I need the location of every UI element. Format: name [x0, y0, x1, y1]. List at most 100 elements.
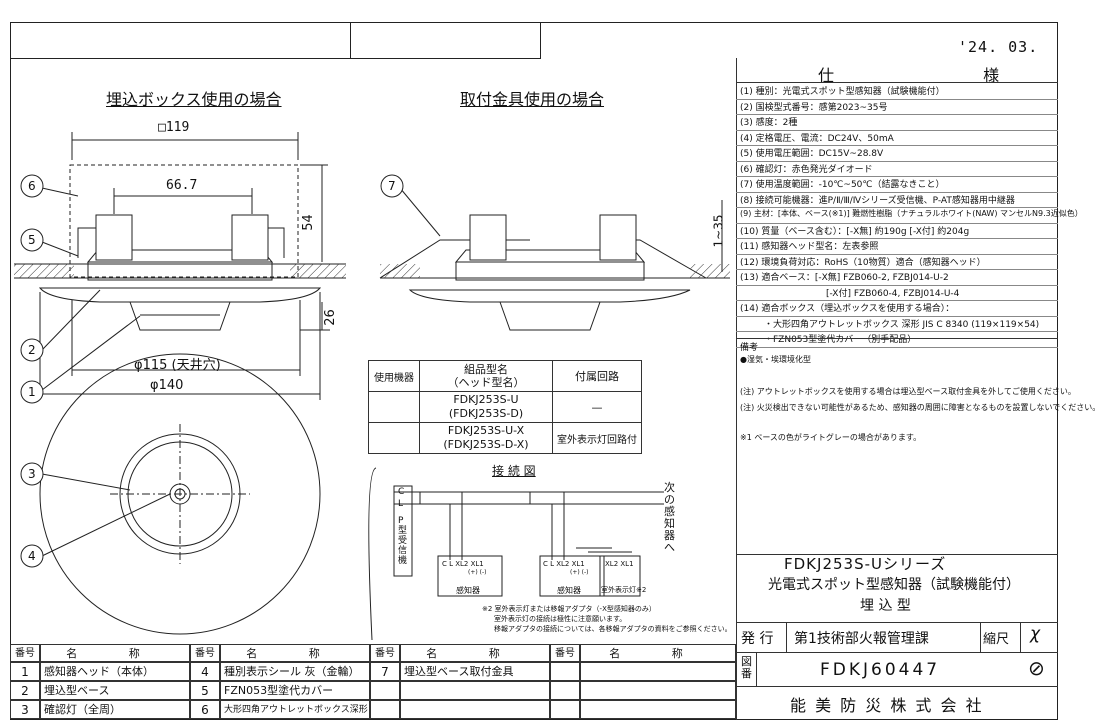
spec-row-line	[736, 222, 1058, 224]
parts-no	[550, 662, 580, 681]
parts-no: 2	[10, 681, 40, 700]
spec-row-line	[736, 331, 1058, 332]
issue-dept: 第1技術部火報管理課	[794, 631, 929, 647]
drawing-number: FDKJ60447	[820, 660, 941, 680]
date-label: '24. 03.	[958, 38, 1039, 56]
callout-2: 2	[28, 343, 36, 357]
wiring-lamp: 室外表示灯※2	[601, 586, 647, 594]
parts-header-no: 番号	[190, 644, 220, 662]
parts-header-no: 番号	[370, 644, 400, 662]
dim-1-35: 1~35	[711, 214, 726, 248]
spec-divider	[736, 58, 737, 720]
spec-row-line	[736, 315, 1058, 317]
technical-drawing	[14, 132, 730, 641]
issue-div-2	[980, 622, 981, 652]
product-type: 光電式スポット型感知器（試験機能付）	[768, 577, 1020, 593]
parts-no	[370, 681, 400, 700]
parts-name	[580, 700, 736, 719]
spec-item: (3) 感度：2種	[740, 118, 798, 128]
parts-header-name: 名 称	[40, 644, 190, 662]
spec-item: [-X付] FZB060-4, FZBJ014-U-4	[826, 288, 960, 299]
spec-bottom-line	[736, 338, 1058, 339]
spec-item: ・大形四角アウトレットボックス 深形 JIS C 8340 (119×119×5…	[764, 319, 1040, 330]
wiring-cl: C L	[398, 487, 405, 509]
spec-item: (8) 接続可能機器：進P/Ⅱ/Ⅲ/Ⅳシリーズ受信機、P-AT感知器用中継器	[740, 195, 1015, 206]
spec-row-line	[736, 300, 1058, 301]
spec-row-line	[736, 191, 1058, 193]
note-2: (注) アウトレットボックスを使用する場合は埋込型ベース取付金具を外してご使用く…	[740, 387, 1076, 396]
head-name: (FDKJ253S-D)	[448, 407, 524, 420]
spec-item: (4) 定格電圧、電流：DC24V、50mA	[740, 133, 894, 144]
spec-row-line	[736, 346, 1058, 348]
parts-name	[580, 681, 736, 700]
spec-row-line	[736, 207, 1058, 208]
drawing-label: 図番	[741, 655, 752, 680]
model-table-header-model-text: 組品型名 （ヘッド型名）	[447, 363, 525, 389]
titleblock-line-1	[736, 622, 1058, 623]
model-table-cell-empty-1	[368, 391, 420, 423]
model-table-header-circuit: 付属回路	[552, 360, 642, 392]
wiring-note-2: 室外表示灯の接続は極性に注意願います。	[494, 615, 627, 623]
model-table-header-model: 組品型名 （ヘッド型名）	[419, 360, 553, 392]
parts-name	[400, 700, 550, 719]
parts-no: 4	[190, 662, 220, 681]
model-name: FDKJ253S-U	[453, 393, 519, 406]
parts-header-no: 番号	[550, 644, 580, 662]
parts-header-name: 名 称	[220, 644, 370, 662]
company-name: 能 美 防 災 株 式 会 社	[790, 696, 984, 715]
callout-6: 6	[28, 179, 36, 193]
parts-name	[580, 662, 736, 681]
callout-1: 1	[28, 385, 36, 399]
spec-row-line	[736, 98, 1058, 100]
note-3: (注) 火災検出できない可能性があるため、感知器の周囲に障害となるものを設置しな…	[740, 403, 1100, 412]
issue-div-1	[786, 622, 787, 652]
spec-item: ・FZN053型塗代カバー（別手配品）	[764, 335, 917, 345]
parts-name: 埋込型ベース取付金具	[400, 662, 550, 681]
parts-name: FZN053型塗代カバー	[220, 681, 370, 700]
dim-115: φ115 (天井穴)	[134, 358, 221, 373]
parts-name: 埋込型ベース	[40, 681, 190, 700]
parts-no: 7	[370, 662, 400, 681]
titleblock-top	[736, 554, 1058, 555]
parts-header-name: 名 称	[580, 644, 736, 662]
spec-item: (5) 使用電圧範囲：DC15V~28.8V	[740, 149, 884, 159]
spec-item: (10) 質量（ベース含む）：[-X無] 約190g [-X付] 約204g	[740, 226, 970, 237]
parts-no: 6	[190, 700, 220, 719]
issue-label: 発 行	[741, 631, 774, 647]
drawing-div	[756, 652, 757, 686]
model-table-cell-model-2: FDKJ253S-U-X (FDKJ253S-D-X)	[419, 422, 553, 454]
model-table-cell-empty-2	[368, 422, 420, 454]
titleblock-line-2	[736, 652, 1058, 653]
parts-name: 種別表示シール 灰（金輪）	[220, 662, 370, 681]
spec-list: (1) 種別：光電式スポット型感知器（試験機能付）(2) 国検型式番号：感第20…	[736, 84, 1083, 348]
spec-heading-line	[736, 82, 1058, 83]
wiring-pm-2: (+) (-)	[570, 569, 589, 576]
header-box-left	[10, 22, 351, 59]
model-table-cell-circuit-1: —	[552, 391, 642, 423]
spec-row-line	[736, 160, 1058, 162]
callout-7: 7	[388, 179, 396, 193]
titleblock-line-3	[736, 686, 1058, 687]
callout-4: 4	[28, 549, 36, 563]
model-table-cell-model-1: FDKJ253S-U (FDKJ253S-D)	[419, 391, 553, 423]
spec-row-line	[736, 114, 1058, 115]
spec-row-line	[736, 284, 1058, 286]
spec-row-line	[736, 176, 1058, 177]
parts-header-no: 番号	[10, 644, 40, 662]
parts-no: 5	[190, 681, 220, 700]
model-table-header-device: 使用機器	[368, 360, 420, 392]
model-table-cell-circuit-2: 室外表示灯回路付	[552, 422, 642, 454]
title-embedded-box: 埋込ボックス使用の場合	[106, 90, 282, 109]
wiring-detector-2: 感知器	[557, 586, 581, 595]
scale-value: χ	[1030, 624, 1041, 644]
wiring-terms-2: C L XL2 XL1	[543, 560, 585, 568]
parts-no: 1	[10, 662, 40, 681]
product-series: FDKJ253S-Uシリーズ	[784, 555, 947, 573]
callout-3: 3	[28, 467, 36, 481]
callout-5: 5	[28, 233, 36, 247]
parts-no	[550, 700, 580, 719]
dim-26: 26	[322, 309, 338, 326]
spec-item: (13) 適合ベース：[-X無] FZB060-2, FZBJ014-U-2	[740, 273, 949, 283]
spec-item: (12) 環境負荷対応：RoHS（10物質）適合（感知器ヘッド）	[740, 257, 986, 268]
